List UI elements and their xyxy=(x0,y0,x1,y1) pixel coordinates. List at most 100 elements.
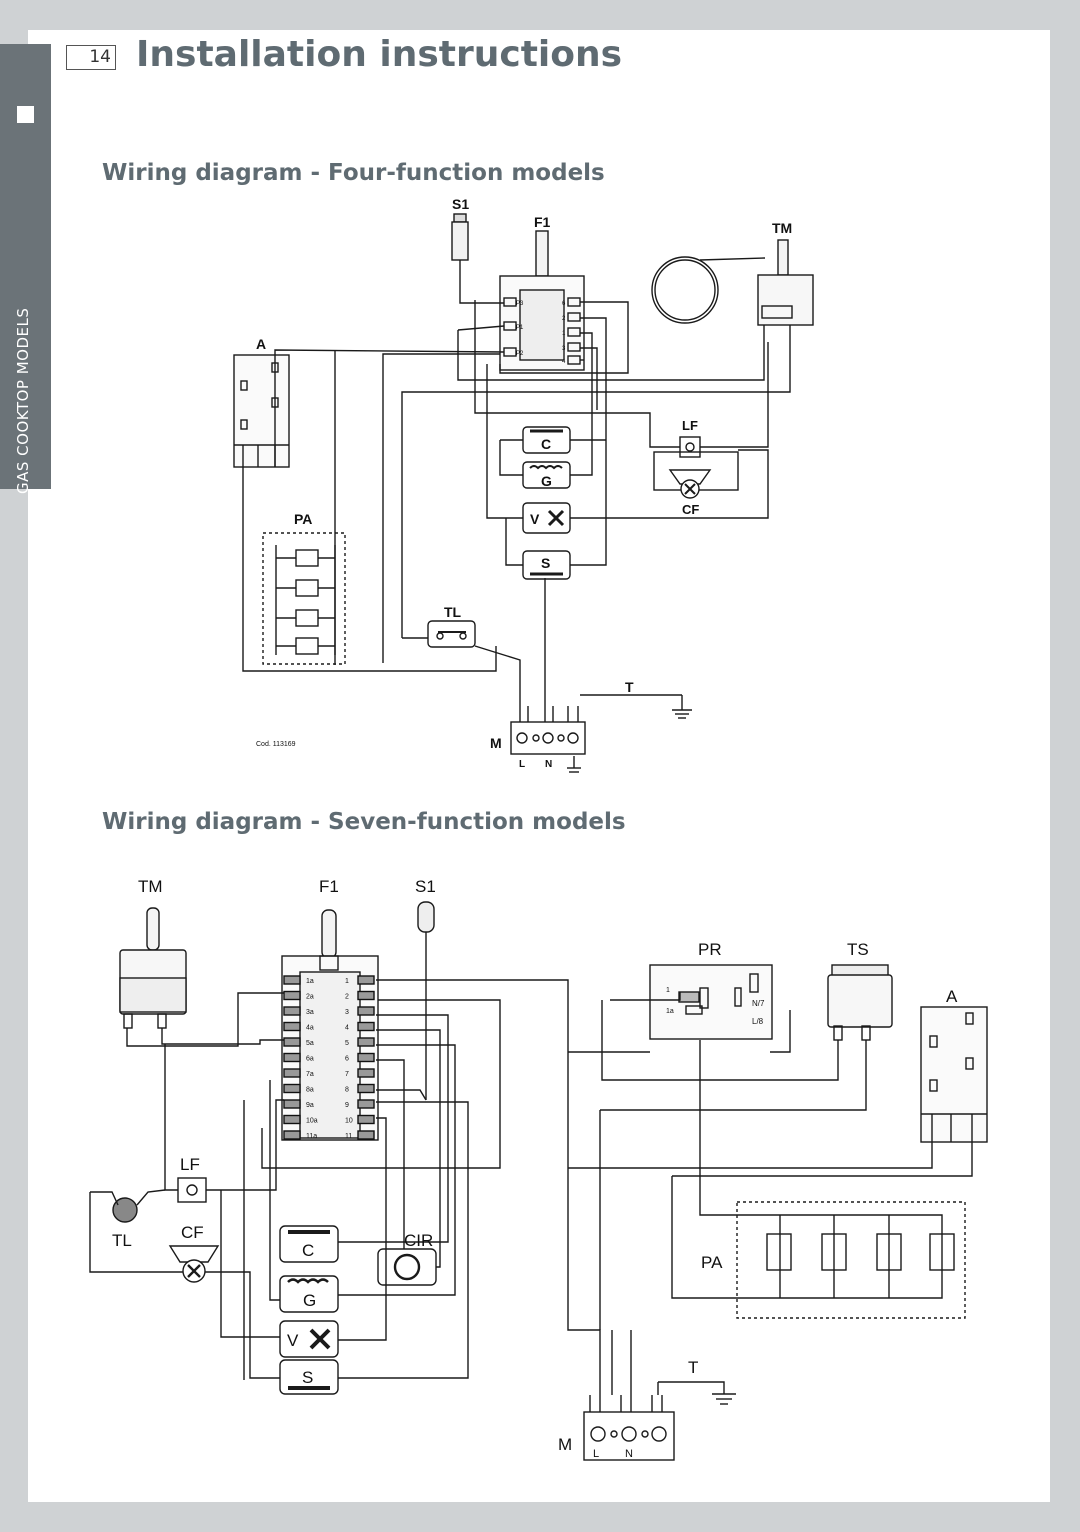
diagram1: S1 F1 TM A PA LF CF TL T M L N C G V S C… xyxy=(233,196,814,773)
d1-label-g: G xyxy=(541,473,552,489)
d2-pin-left xyxy=(283,1021,301,1032)
d2-pin-right xyxy=(357,1083,375,1094)
d1-pin-p3: P3 xyxy=(516,301,524,307)
fan-icon xyxy=(547,509,565,527)
d2-mains-terminal-m xyxy=(583,1395,675,1461)
d2-label-n: N xyxy=(625,1448,633,1460)
d1-pin-1: 1 xyxy=(562,331,566,337)
d2-label-s1: S1 xyxy=(415,877,436,896)
d2-label-g: G xyxy=(303,1291,316,1310)
d2-pr-pin-1a: 1a xyxy=(666,1008,674,1015)
d2-pin-left xyxy=(283,1114,301,1125)
d1-label-m: M xyxy=(490,735,502,751)
d2-hob-switches-pa xyxy=(736,1201,966,1319)
d1-label-f1: F1 xyxy=(534,214,551,230)
d2-pin-right xyxy=(357,1130,375,1140)
d1-label-tl: TL xyxy=(444,604,462,620)
d1-pin-p2: P2 xyxy=(516,351,524,357)
side-tab: GAS COOKTOP MODELS xyxy=(0,44,51,494)
d2-pin-right xyxy=(357,1052,375,1063)
d2-wiring xyxy=(89,979,973,1395)
d2-pr-pin-n7: N/7 xyxy=(752,999,765,1008)
d2-thermostat-ts xyxy=(827,964,893,1041)
d2-label-s: S xyxy=(302,1368,313,1387)
d2-pin-right xyxy=(357,990,375,1001)
d2-label-pr: PR xyxy=(698,940,722,959)
d2-pin-label-right: 4 xyxy=(345,1025,349,1032)
d2-programmer-pr xyxy=(649,964,773,1040)
d1-label-l: L xyxy=(519,759,525,770)
d2-selector-switch-f1 xyxy=(281,909,379,1141)
d2-label-t: T xyxy=(688,1358,698,1377)
d2-pin-label-left: 2a xyxy=(306,994,314,1001)
d2-pin-right xyxy=(357,1068,375,1078)
d1-earth-symbol xyxy=(567,694,692,773)
d1-safety-thermostat-tl xyxy=(427,620,476,648)
d2-pin-label-right: 7 xyxy=(345,1071,349,1078)
tab-marker-icon xyxy=(17,106,34,123)
d2-pin-label-right: 3 xyxy=(345,1009,349,1016)
d2-pin-label-right: 5 xyxy=(345,1040,349,1047)
d2-pin-label-left: 9a xyxy=(306,1102,314,1109)
d1-thermostat-tm xyxy=(651,239,814,340)
d1-label-s1: S1 xyxy=(452,196,469,212)
d2-pin-label-left: 6a xyxy=(306,1056,314,1063)
d2-pin-right xyxy=(357,1037,375,1047)
d2-pin-label-right: 2 xyxy=(345,994,349,1001)
d2-pin-left xyxy=(283,1006,301,1016)
d2-label-tm: TM xyxy=(138,877,163,896)
fan-icon xyxy=(187,1264,201,1278)
d2-pin-label-left: 4a xyxy=(306,1025,314,1032)
d2-label-cf: CF xyxy=(181,1223,204,1242)
d2-pin-label-left: 1a xyxy=(306,978,314,985)
d1-pin-p1: P1 xyxy=(516,325,524,331)
d1-pin-2: 2 xyxy=(562,316,566,322)
d1-label-lf: LF xyxy=(682,418,698,433)
d1-pin-3: 3 xyxy=(562,346,566,352)
diagram1-title: Wiring diagram - Four-function models xyxy=(102,160,605,186)
d2-pin-left xyxy=(283,1130,301,1140)
d1-label-c: C xyxy=(541,436,551,452)
d2-label-pa: PA xyxy=(701,1253,723,1272)
d2-pin-left xyxy=(283,1068,301,1078)
d2-terminal-block-a xyxy=(920,1006,988,1143)
d2-earth-symbol xyxy=(657,1381,736,1405)
d2-pin-label-right: 11 xyxy=(345,1133,352,1140)
d2-pin-label-right: 9 xyxy=(345,1102,349,1109)
d2-pr-pin-l8: L/8 xyxy=(752,1017,764,1026)
d2-pr-pin-1: 1 xyxy=(666,987,670,994)
d2-probe-s1 xyxy=(417,901,435,1100)
d2-label-lf: LF xyxy=(180,1155,200,1174)
d1-pin-4: 4 xyxy=(562,359,566,365)
d2-pin-label-left: 7a xyxy=(306,1071,314,1078)
d2-label-tl: TL xyxy=(112,1231,132,1250)
d1-label-tm: TM xyxy=(772,220,792,236)
d2-pin-left xyxy=(283,990,301,1001)
d2-label-c: C xyxy=(302,1241,314,1260)
d2-pin-right xyxy=(357,1099,375,1109)
d2-label-m: M xyxy=(558,1435,572,1454)
d2-pin-label-left: 10a xyxy=(306,1118,318,1125)
d1-label-v: V xyxy=(530,511,540,527)
d1-terminal-block-a xyxy=(233,354,290,468)
d2-pin-label-right: 6 xyxy=(345,1056,349,1063)
d1-label-n: N xyxy=(545,759,552,770)
d2-pin-right xyxy=(357,975,375,985)
d1-label-s: S xyxy=(541,555,550,571)
d1-code: Cod. 113169 xyxy=(256,741,296,748)
d2-pin-right xyxy=(357,1021,375,1032)
d2-pin-left xyxy=(283,1052,301,1063)
d2-pin-label-left: 5a xyxy=(306,1040,314,1047)
d2-pin-label-right: 8 xyxy=(345,1087,349,1094)
d2-pin-left xyxy=(283,1037,301,1047)
d2-pin-left xyxy=(283,1099,301,1109)
page-number: 14 xyxy=(66,45,116,70)
d1-wiring xyxy=(242,268,791,706)
d1-mains-terminal-m xyxy=(510,706,586,755)
d2-pin-right xyxy=(357,1114,375,1125)
d2-heating-elements xyxy=(279,1225,437,1395)
d2-pin-label-right: 10 xyxy=(345,1118,353,1125)
d2-label-cir: CIR xyxy=(404,1231,433,1250)
